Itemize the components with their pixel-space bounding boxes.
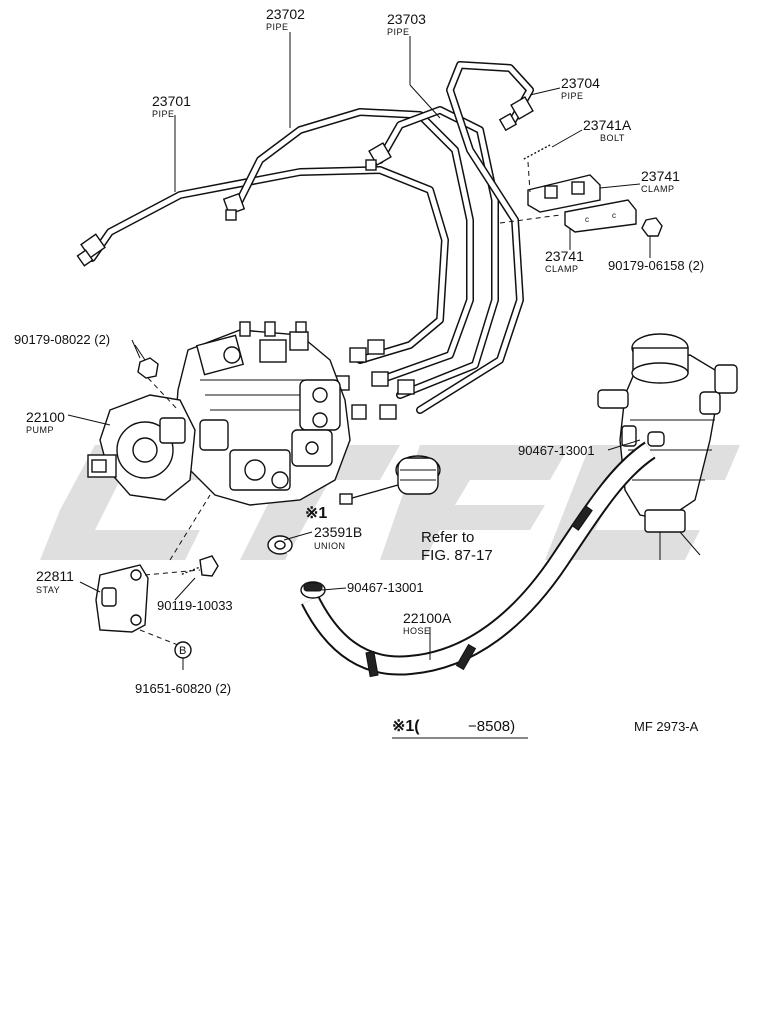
- fuel-filter: [597, 333, 738, 560]
- callout-22811-number: 22811: [36, 568, 74, 584]
- callout-23741A-name: BOLT: [600, 133, 625, 143]
- callout-23741-upper-number: 23741: [641, 168, 680, 184]
- callout-23741-lower-name: CLAMP: [545, 264, 579, 274]
- callout-23704-number: 23704: [561, 75, 600, 91]
- callout-23701-number: 23701: [152, 93, 191, 109]
- boost-compensator: [339, 455, 441, 505]
- callout-23702-name: PIPE: [266, 22, 289, 32]
- callout-23701-name: PIPE: [152, 109, 175, 119]
- callout-23591B-number: 23591B: [314, 524, 362, 540]
- callout-23741-lower-number: 23741: [545, 248, 584, 264]
- callout-23703-name: PIPE: [387, 27, 410, 37]
- callout-23591B-name: UNION: [314, 541, 346, 551]
- note-mark: ※1: [305, 505, 327, 522]
- stay-bracket: [95, 494, 219, 659]
- refer-line-2: FIG. 87-17: [421, 547, 493, 564]
- b-marker: B: [179, 645, 186, 657]
- leader-lines: [67, 32, 651, 670]
- footnote-range: −8508): [468, 718, 515, 735]
- callout-22811-name: STAY: [36, 585, 60, 595]
- callout-22100-number: 22100: [26, 409, 65, 425]
- injection-pump: [87, 321, 351, 506]
- callout-90179-06158: 90179-06158 (2): [608, 258, 704, 273]
- callout-90467-13001-lower: 90467-13001: [347, 580, 424, 595]
- clamp-assembly: c c: [499, 144, 663, 237]
- svg-text:c: c: [585, 215, 589, 224]
- callout-91651-60820: 91651-60820 (2): [135, 681, 231, 696]
- injection-pipes: [88, 61, 534, 414]
- callout-22100A-number: 22100A: [403, 610, 452, 626]
- refer-line-1: Refer to: [421, 529, 474, 546]
- callout-90179-08022: 90179-08022 (2): [14, 332, 110, 347]
- svg-text:c: c: [612, 211, 616, 220]
- callout-22100A-name: HOSE: [403, 626, 431, 636]
- callout-23702-number: 23702: [266, 6, 305, 22]
- pipe-fittings: [76, 96, 534, 420]
- diagram-code: MF 2973-A: [634, 719, 699, 734]
- fuel-hose: [301, 441, 656, 678]
- callout-90119-10033: 90119-10033: [157, 598, 233, 613]
- callout-90467-13001-upper: 90467-13001: [518, 443, 595, 458]
- footnote-label: ※1(: [392, 718, 420, 735]
- callout-23741A-number: 23741A: [583, 117, 632, 133]
- callout-23741-upper-name: CLAMP: [641, 184, 675, 194]
- footer: ※1( −8508) MF 2973-A: [392, 718, 699, 739]
- callout-22100-name: PUMP: [26, 425, 54, 435]
- callout-23703-number: 23703: [387, 11, 426, 27]
- part-labels: 23701 PIPE 23702 PIPE 23703 PIPE 23704 P…: [14, 6, 704, 696]
- callout-23704-name: PIPE: [561, 91, 584, 101]
